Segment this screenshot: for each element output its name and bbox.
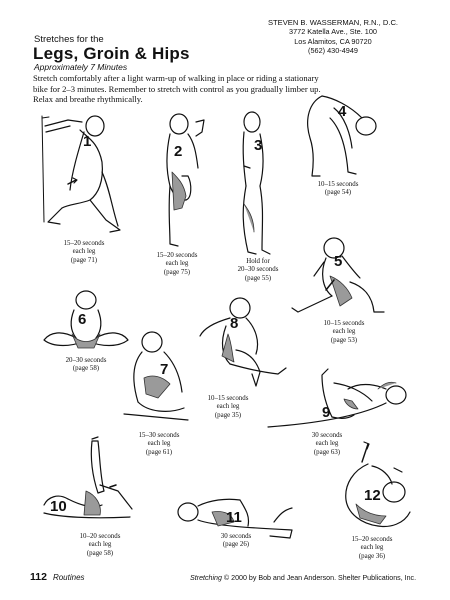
stretch-9-figure: 9	[267, 368, 407, 428]
stretch-7-duration: 15–30 seconds	[138, 432, 180, 439]
stretch-8-duration: 10–15 seconds	[207, 395, 249, 402]
stretch-6-duration: 20–30 seconds	[65, 357, 107, 364]
stretch-4-figure: 4	[307, 95, 377, 177]
stretch-6-caption: 20–30 seconds (page 58)	[46, 357, 126, 374]
stretch-12-caption: 15–20 seconds each leg (page 36)	[332, 536, 412, 561]
stretch-8-caption: 10–15 seconds each leg (page 35)	[188, 395, 268, 420]
stretch-2-page: (page 75)	[163, 268, 191, 276]
practitioner-name: STEVEN B. WASSERMAN, R.N., D.C.	[267, 18, 399, 27]
stretch-7-caption: 15–30 seconds each leg (page 61)	[119, 432, 199, 457]
subtitle: Stretches for the	[34, 34, 104, 45]
page-number: 112	[30, 571, 47, 583]
city-address: Los Alamitos, CA 90720	[294, 36, 372, 46]
stretch-4-duration: 10–15 seconds	[317, 181, 359, 188]
stretch-3-caption: Hold for 20–30 seconds (page 55)	[218, 258, 298, 283]
stretch-11-page: (page 26)	[222, 541, 250, 549]
intro-paragraph: Stretch comfortably after a light warm-u…	[33, 73, 321, 105]
stretch-5-page: (page 53)	[330, 336, 358, 344]
stretch-3-figure: 3	[242, 111, 271, 255]
stretch-9-caption: 30 seconds each leg (page 63)	[287, 432, 367, 457]
stretch-7-page: (page 61)	[145, 448, 173, 456]
stretch-1-page: (page 71)	[70, 256, 98, 264]
stretch-11-number: 11	[226, 509, 242, 526]
stretch-10-caption: 10–20 seconds each leg (page 58)	[60, 533, 140, 558]
stretch-9-duration: 30 seconds	[311, 432, 343, 439]
stretch-6-figure: 6	[43, 290, 129, 349]
stretch-11-duration: 30 seconds	[220, 533, 252, 540]
stretch-7-figure: 7	[123, 331, 189, 421]
stretch-4-number: 4	[338, 103, 347, 120]
stretch-1-caption: 15–20 seconds each leg (page 71)	[44, 240, 124, 265]
stretch-11-caption: 30 seconds (page 26)	[196, 533, 276, 550]
book-title: Stretching	[190, 574, 222, 582]
stretch-12-page: (page 36)	[358, 552, 386, 560]
page-footer-left: 112 Routines	[30, 571, 85, 583]
stretch-5-figure: 5	[291, 237, 385, 313]
stretch-1-duration: 15–20 seconds	[63, 240, 105, 247]
copyright-credit: © 2000 by Bob and Jean Anderson. Shelter…	[221, 574, 417, 582]
stretch-2-caption: 15–20 seconds each leg (page 75)	[137, 252, 217, 277]
page-footer-right: Stretching © 2000 by Bob and Jean Anders…	[190, 574, 416, 582]
page-title: Legs, Groin & Hips	[33, 44, 190, 63]
duration: Approximately 7 Minutes	[34, 62, 128, 72]
stretch-5-caption: 10–15 seconds each leg (page 53)	[304, 320, 384, 345]
section-name: Routines	[52, 573, 85, 582]
address-block: STEVEN B. WASSERMAN, R.N., D.C. 3772 Kat…	[258, 18, 408, 56]
stretch-3-duration: Hold for	[246, 258, 270, 265]
stretch-1-repeat: each leg	[72, 248, 96, 256]
stretch-5-number: 5	[334, 253, 342, 270]
stretch-3-page: (page 55)	[244, 274, 272, 282]
stretch-8-number: 8	[230, 315, 238, 332]
stretch-10-number: 10	[50, 498, 67, 515]
stretch-10-repeat: each leg	[88, 541, 112, 549]
stretch-12-figure: 12	[345, 441, 411, 528]
stretch-10-duration: 10–20 seconds	[79, 533, 121, 540]
stretch-2-number: 2	[174, 143, 182, 160]
stretch-7-repeat: each leg	[147, 440, 171, 448]
stretch-10-figure: 10	[43, 436, 133, 519]
phone-number: (562) 430-4949	[308, 46, 358, 56]
stretch-10-page: (page 58)	[86, 549, 114, 557]
stretch-7-number: 7	[160, 361, 168, 378]
stretch-2-figure: 2	[166, 113, 205, 247]
street-address: 3772 Katella Ave., Ste. 100	[289, 27, 377, 37]
stretch-9-number: 9	[322, 404, 330, 421]
stretch-6-page: (page 58)	[72, 365, 100, 373]
stretch-4-caption: 10–15 seconds (page 54)	[298, 181, 378, 198]
stretch-12-number: 12	[364, 487, 381, 504]
stretch-11-figure: 11	[177, 498, 293, 539]
stretch-12-repeat: each leg	[360, 544, 384, 552]
stretch-5-duration: 10–15 seconds	[323, 320, 365, 327]
stretch-12-duration: 15–20 seconds	[351, 536, 393, 543]
stretch-6-number: 6	[78, 311, 86, 328]
stretch-5-repeat: each leg	[332, 328, 356, 336]
stretch-4-page: (page 54)	[324, 189, 352, 197]
stretch-3-number: 3	[254, 137, 262, 154]
stretch-1-figure: 1	[41, 115, 121, 233]
stretch-2-duration: 15–20 seconds	[156, 252, 198, 259]
stretch-8-figure: 8	[199, 297, 287, 387]
stretch-9-repeat: each leg	[315, 440, 339, 448]
stretch-1-number: 1	[83, 133, 91, 150]
stretch-8-page: (page 35)	[214, 411, 242, 419]
stretch-2-repeat: each leg	[165, 260, 189, 268]
stretch-3-repeat: 20–30 seconds	[237, 266, 279, 274]
stretch-8-repeat: each leg	[216, 403, 240, 411]
stretch-9-page: (page 63)	[313, 448, 341, 456]
